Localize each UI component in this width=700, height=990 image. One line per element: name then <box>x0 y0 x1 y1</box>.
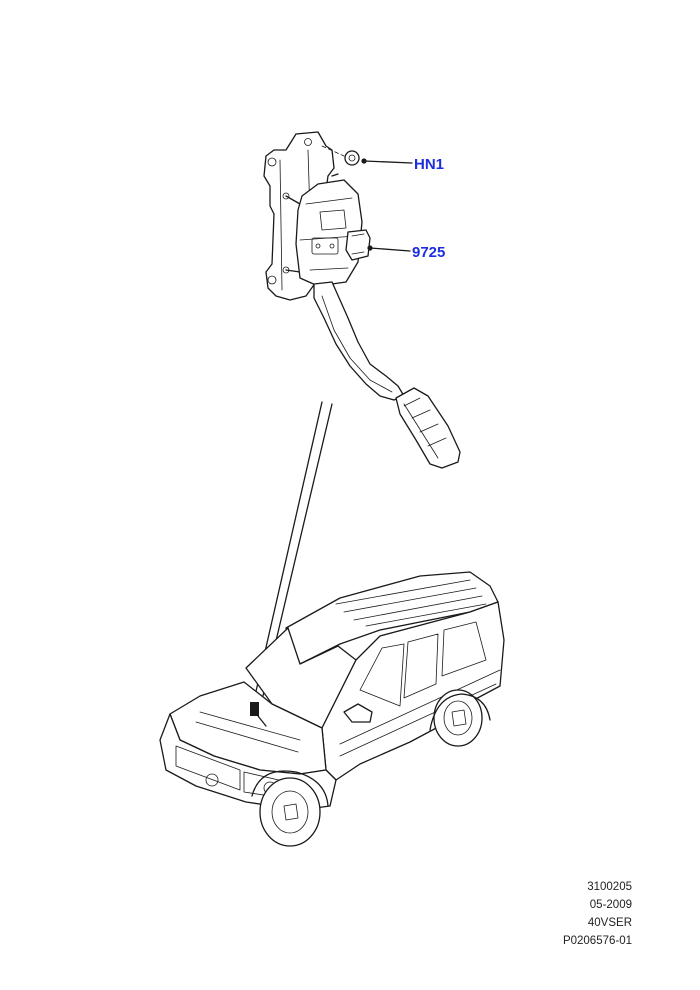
callout-hn1[interactable]: HN1 <box>414 156 444 173</box>
callout-9725[interactable]: 9725 <box>412 244 445 261</box>
callout-leaders <box>361 158 413 252</box>
drawing-reference-block: 3100205 05-2009 40VSER P0206576-01 <box>563 878 632 950</box>
reference-date: 05-2009 <box>589 899 632 911</box>
accelerator-pedal-assembly <box>263 131 461 469</box>
reference-series: 40VSER <box>587 917 632 929</box>
reference-part-id: P0206576-01 <box>562 935 632 947</box>
reference-number: 3100205 <box>587 881 632 893</box>
vehicle-outline <box>159 571 505 847</box>
pedal-location-marker <box>250 702 259 716</box>
